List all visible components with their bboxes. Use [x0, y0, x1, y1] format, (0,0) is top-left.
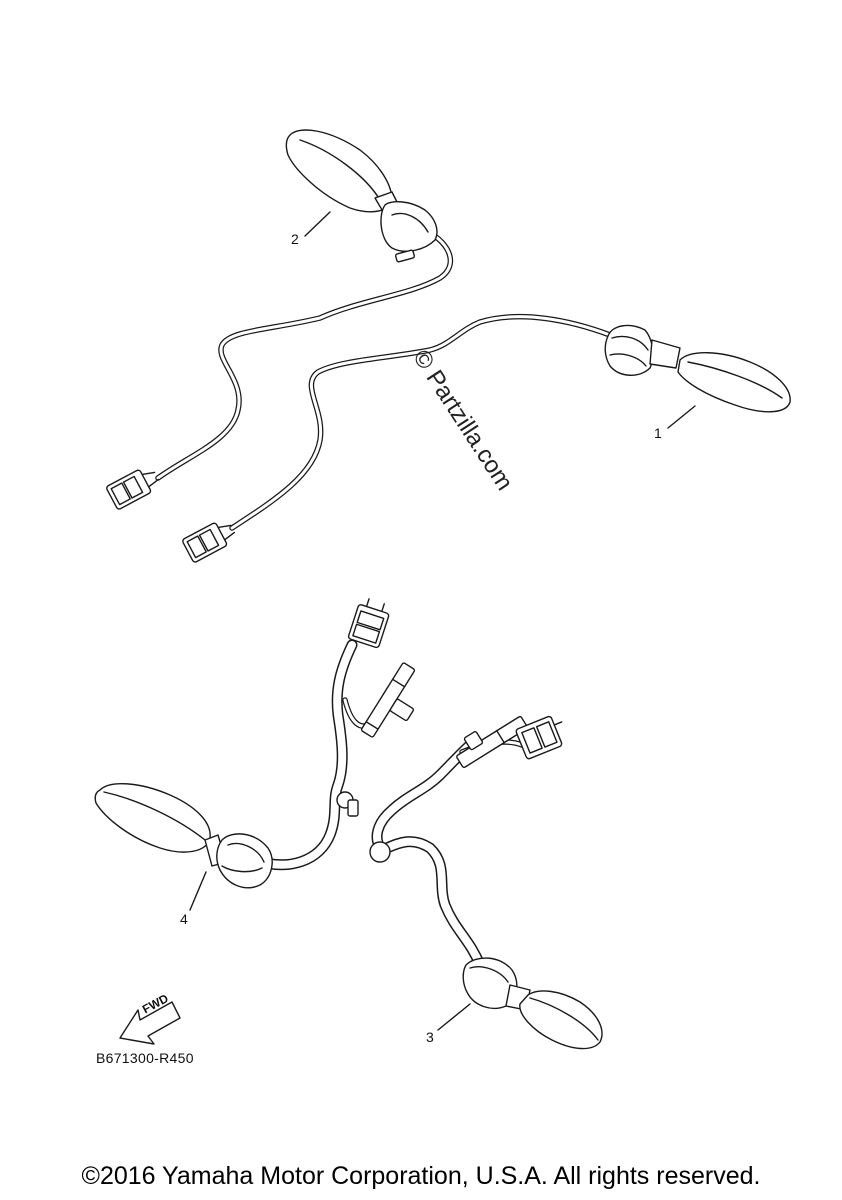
lower-connector-right — [515, 715, 563, 760]
flasher-light-3 — [462, 957, 603, 1050]
lower-bracket-right — [456, 715, 528, 769]
lower-connector-top — [347, 598, 390, 649]
lower-wire-right — [371, 739, 525, 971]
lower-bracket-left — [360, 662, 416, 738]
copyright-text: ©2016 Yamaha Motor Corporation, U.S.A. A… — [81, 1162, 761, 1190]
upper-connector-left — [106, 469, 160, 510]
callout-2: 2 — [291, 231, 299, 247]
fwd-arrow-icon — [119, 1001, 181, 1045]
callout-4: 4 — [180, 911, 188, 927]
wire-clamp-left — [336, 791, 359, 817]
lower-wire-left — [249, 639, 378, 871]
part-code: B671300-R450 — [96, 1050, 194, 1066]
flasher-light-1 — [604, 324, 791, 413]
upper-connector-right — [182, 522, 236, 563]
wire-clamp-right — [369, 841, 391, 863]
flasher-light-2 — [285, 129, 438, 263]
callout-1: 1 — [654, 425, 662, 441]
flasher-light-4 — [94, 782, 273, 889]
upper-wire-left — [155, 225, 453, 481]
upper-wire-right — [229, 313, 613, 531]
callout-3: 3 — [426, 1029, 434, 1045]
leader-lines — [189, 211, 696, 1031]
